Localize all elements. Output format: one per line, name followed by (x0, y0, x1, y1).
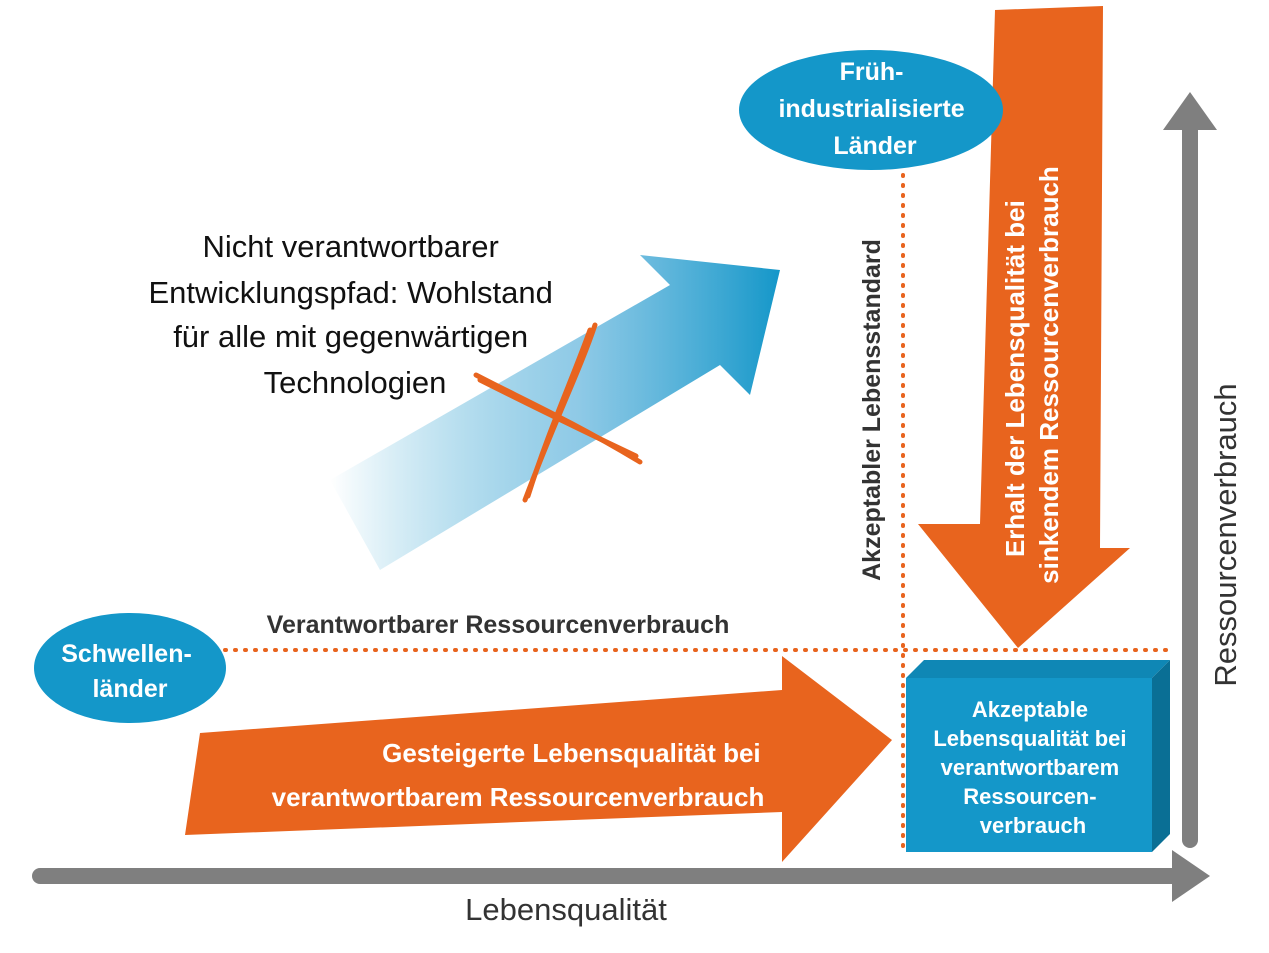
target-box-line-1: Akzeptable (972, 697, 1088, 722)
y-axis-label: Ressourcenverbrauch (1208, 383, 1243, 686)
industrialized-countries-line-1: Früh- (840, 58, 904, 86)
x-axis-label: Lebensqualität (465, 892, 667, 927)
target-box-line-3: verantwortbarem (941, 755, 1120, 780)
decreasing-consumption-text: Erhalt der Lebensqualität bei sinkendem … (1000, 166, 1064, 584)
y-axis (1163, 92, 1217, 848)
target-box-line-5: verbrauch (980, 813, 1086, 838)
unsustainable-path-text: Nicht verantwortbarer Entwicklungspfad: … (148, 229, 561, 400)
industrialized-countries-text: Früh- industrialisierte Länder (778, 58, 971, 160)
industrialized-countries-line-3: Länder (833, 132, 917, 160)
emerging-countries-line-1: Schwellen- (61, 640, 192, 668)
increasing-quality-text: Gesteigerte Lebensqualität bei verantwor… (272, 738, 768, 812)
industrialized-countries-ellipse (739, 50, 1003, 170)
cross-out-mark (473, 322, 643, 503)
emerging-countries-ellipse (34, 613, 226, 723)
target-box-text: Akzeptable Lebensqualität bei verantwort… (933, 697, 1132, 838)
target-box-line-2: Lebensqualität bei (933, 726, 1126, 751)
increasing-quality-line-2: verantwortbarem Ressourcenverbrauch (272, 782, 765, 812)
increasing-quality-arrow (185, 656, 892, 862)
increasing-quality-line-1: Gesteigerte Lebensqualität bei (382, 738, 761, 768)
responsible-consumption-label: Verantwortbarer Ressourcenverbrauch (267, 611, 730, 639)
industrialized-countries-line-2: industrialisierte (778, 95, 964, 123)
emerging-countries-text: Schwellen- länder (61, 640, 199, 703)
unsustainable-path-line-3: für alle mit gegenwärtigen (173, 319, 528, 354)
target-box (906, 660, 1170, 852)
decreasing-consumption-arrow (918, 6, 1130, 648)
target-box-line-4: Ressourcen- (963, 784, 1096, 809)
decreasing-consumption-line-1: Erhalt der Lebensqualität bei (1000, 200, 1030, 557)
emerging-countries-line-2: länder (92, 675, 167, 703)
x-axis (32, 850, 1210, 902)
unsustainable-path-line-2: Entwicklungspfad: Wohlstand (148, 275, 552, 310)
unsustainable-path-line-4: Technologien (264, 365, 447, 400)
decreasing-consumption-line-2: sinkendem Ressourcenverbrauch (1034, 166, 1064, 584)
acceptable-standard-label: Akzeptabler Lebensstandard (858, 239, 886, 581)
unsustainable-path-line-1: Nicht verantwortbarer (203, 229, 499, 264)
